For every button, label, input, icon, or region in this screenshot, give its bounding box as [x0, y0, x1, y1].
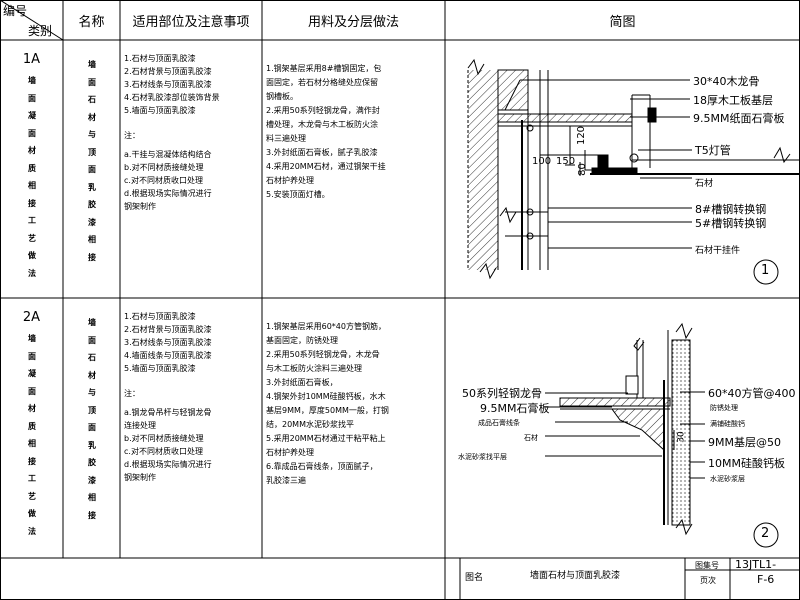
footer-page: F-6	[757, 573, 775, 586]
sketch2-left-label-4: 石材	[524, 434, 538, 442]
header-method: 用料及分层做法	[307, 14, 399, 30]
sketch1-label-2: 18厚木工板基层	[693, 94, 773, 107]
row1-code: 1A	[22, 52, 41, 67]
footer-sheet-no-label: 图集号	[695, 561, 719, 570]
footer-title: 墙面石材与顶面乳胶漆	[530, 571, 621, 581]
sketch2-left-label-5: 水泥砂浆找平层	[458, 453, 507, 461]
sketch1-circle-number: 1	[761, 263, 770, 278]
sketch2-right-label-6: 水泥砂浆层	[710, 475, 745, 483]
row2-method: 1.钢架基层采用60*40方管钢筋， 基面固定，防锈处理 2.采用50系列轻钢龙…	[266, 322, 389, 485]
sketch2-circle-number: 2	[761, 526, 770, 541]
footer-sheet-no: 13JTL1-	[735, 558, 777, 571]
header-sketch: 简图	[609, 14, 636, 30]
footer-title-label: 图名	[465, 573, 484, 583]
header-code-top: 编号	[3, 4, 28, 18]
row1-method: 1.钢架基层采用8#槽钢固定，包 面固定，若石材分格缝处应保留 钢槽板。 2.采…	[266, 64, 386, 199]
row2-notes: 1.石材与顶面乳胶漆 2.石材背景与顶面乳胶漆 3.石材线条与顶面乳胶漆 4.墙…	[124, 312, 212, 482]
sketch1-label-7: 5#槽钢转换钢	[695, 217, 767, 230]
sketch1-label-6: 8#槽钢转换钢	[695, 203, 767, 216]
sketch2-right-label-4: 9MM基层@50	[708, 436, 781, 449]
sketch1-drawing	[467, 58, 800, 285]
sketch1-label-1: 30*40木龙骨	[693, 75, 760, 88]
row1-category: 墙面凝面材质相接工艺做法	[28, 76, 36, 278]
sketch1-dim-100: 100	[532, 156, 552, 167]
sketch1-label-4: T5灯管	[695, 144, 731, 157]
sketch2-right-label-5: 10MM硅酸钙板	[708, 457, 785, 470]
sketch2-left-label-3: 成品石膏线条	[478, 419, 520, 427]
footer-page-label: 页次	[700, 576, 716, 585]
sketch2-right-label-3: 满铺硅酸钙	[710, 420, 745, 428]
header-parts: 适用部位及注意事项	[132, 14, 250, 30]
row2-name: 墙面石材与顶面乳胶漆相接	[88, 318, 96, 520]
row1-name: 墙面石材与顶面乳胶漆相接	[88, 60, 96, 262]
sketch1-dim-150: 150	[556, 156, 576, 167]
sketch1-label-5: 石材	[695, 179, 714, 189]
header-name: 名称	[78, 14, 105, 30]
row2-category: 墙面凝面材质相接工艺做法	[28, 334, 36, 536]
row1-notes: 1.石材与顶面乳胶漆 2.石材背景与顶面乳胶漆 3.石材线条与顶面乳胶漆 4.石…	[124, 54, 220, 211]
sketch2-right-label-1: 60*40方管@400	[708, 387, 796, 400]
sketch2-right-label-2: 防锈处理	[710, 404, 738, 412]
sketch1-dim-120: 120	[576, 125, 588, 146]
header-code-bottom: 类别	[28, 24, 53, 38]
sketch1-label-8: 石材干挂件	[695, 246, 741, 256]
row2-code: 2A	[22, 310, 41, 325]
sketch1-label-3: 9.5MM纸面石膏板	[693, 112, 785, 125]
sketch2-left-label-1: 50系列轻钢龙骨	[462, 387, 542, 400]
sketch2-left-label-2: 9.5MM石膏板	[480, 402, 550, 415]
sketch1-dim-80: 80	[576, 163, 588, 176]
sketch2-dim-30: 30	[676, 431, 687, 443]
sketch2-drawing	[545, 322, 779, 548]
